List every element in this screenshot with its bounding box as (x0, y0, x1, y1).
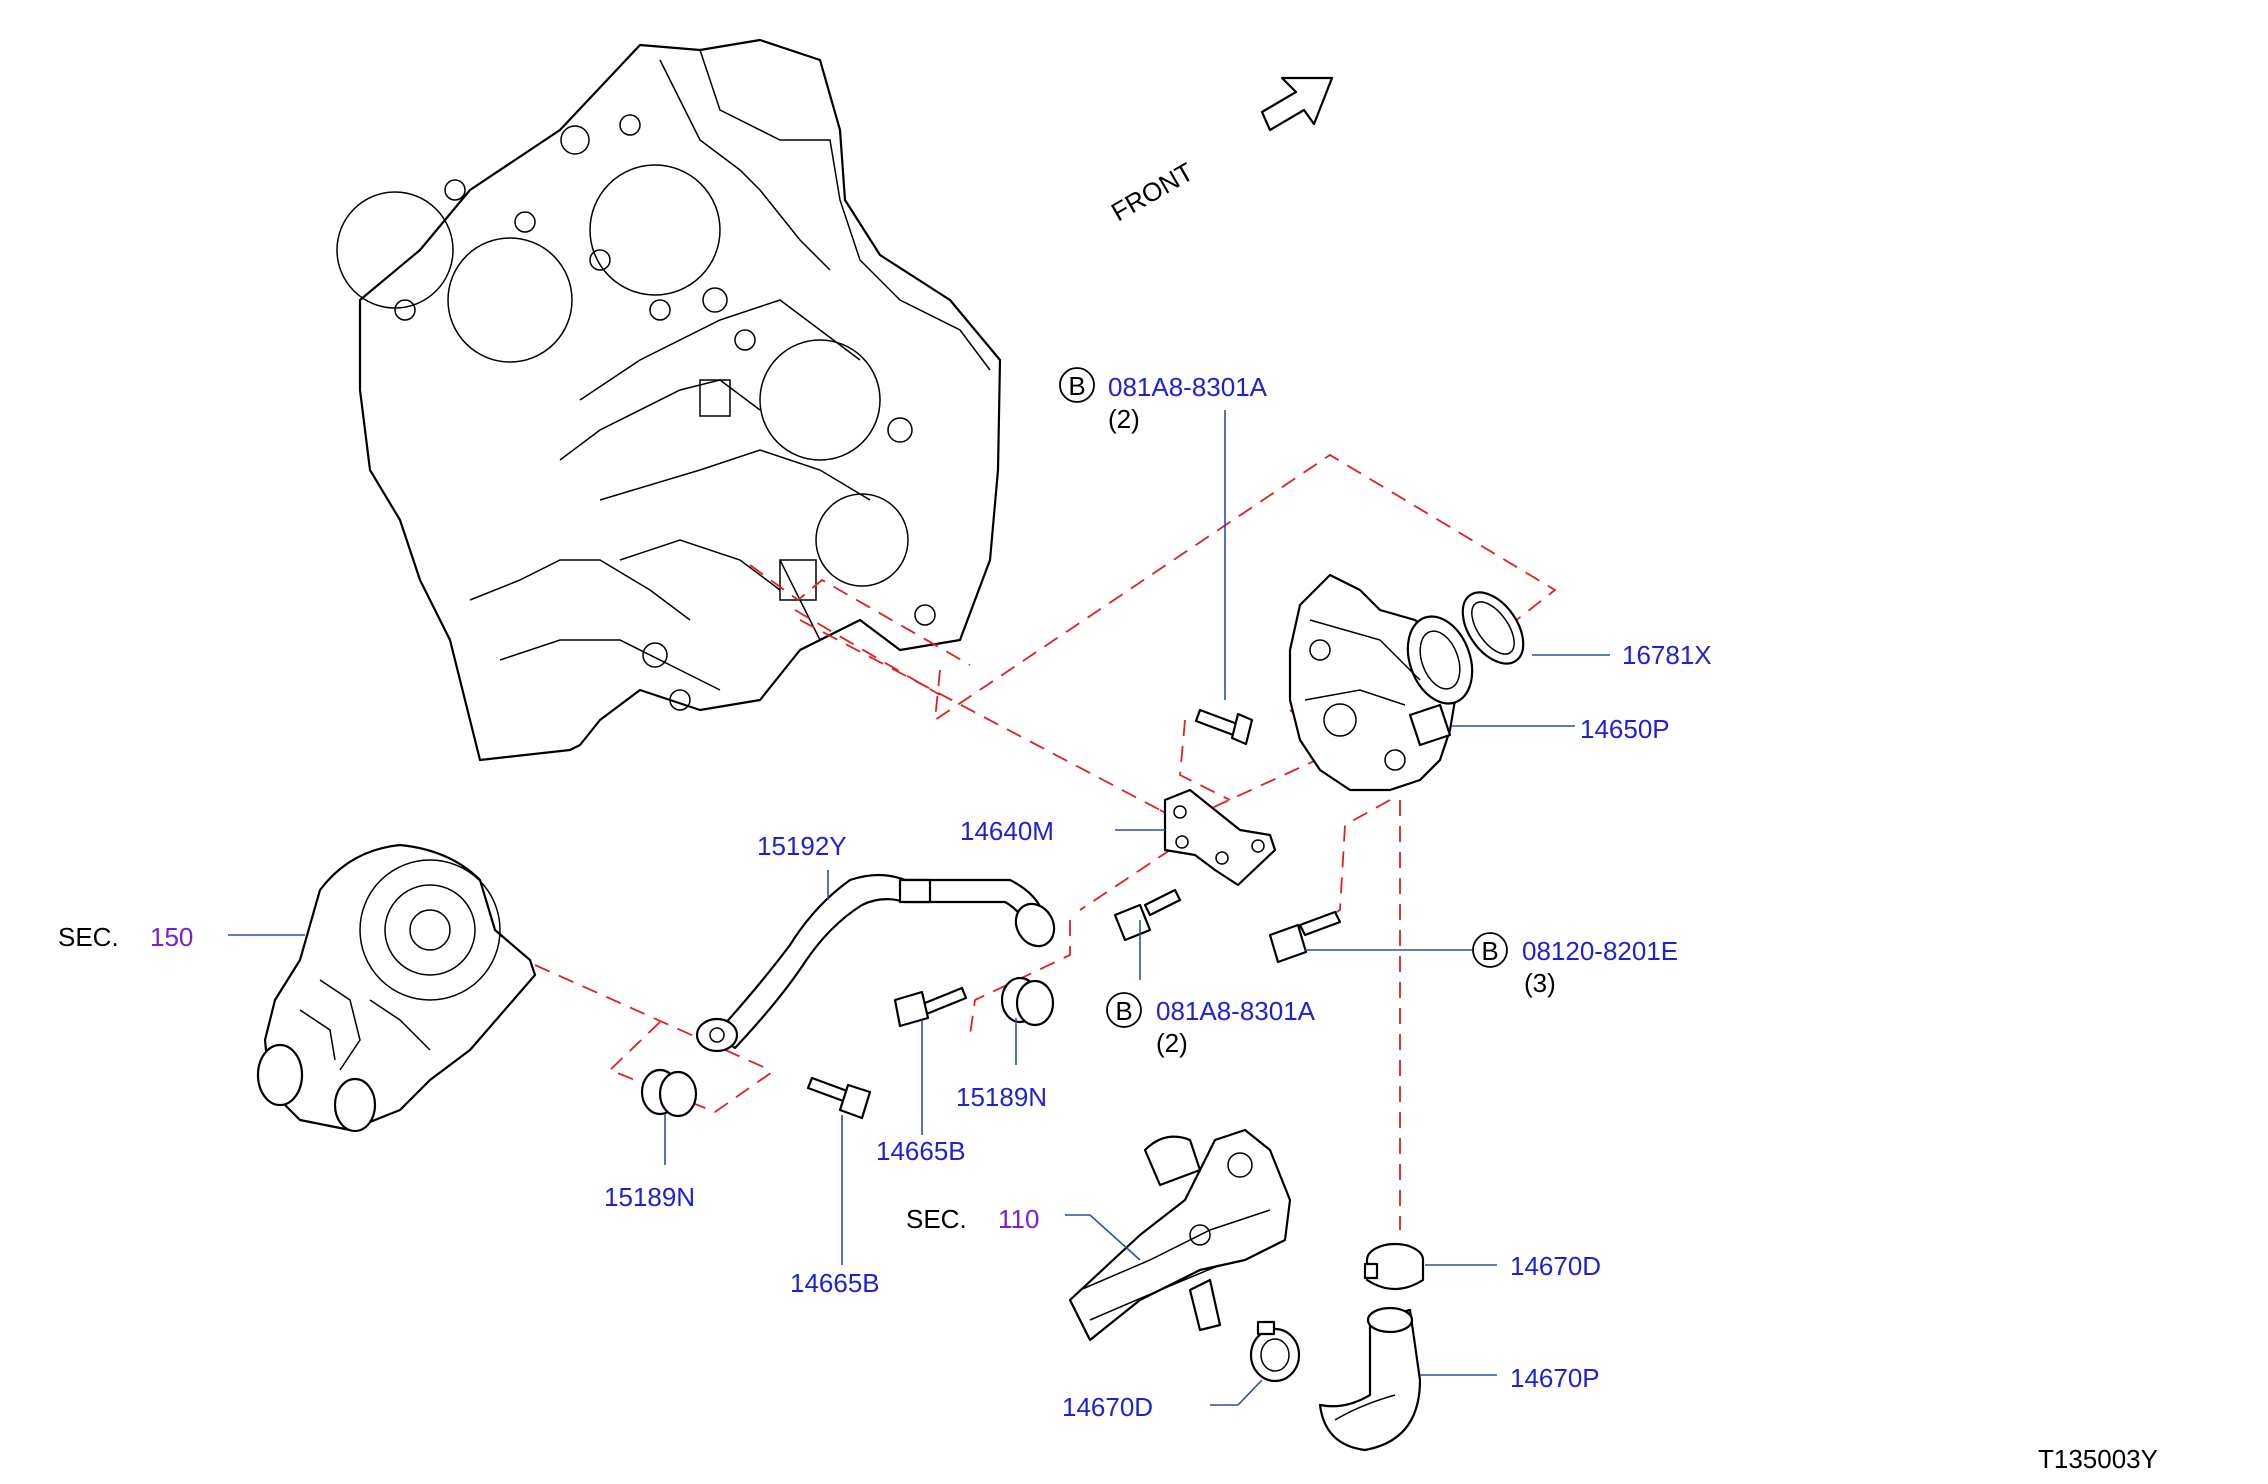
callout-15189N-upper: 15189N (956, 1082, 1047, 1112)
bolt-badge-2: B (1106, 992, 1142, 1028)
callout-16781X: 16781X (1622, 640, 1712, 670)
diagram-code: T135003Y (2038, 1444, 2158, 1474)
bolt-badge-1: B (1059, 367, 1095, 403)
badge-letter-1: B (1068, 371, 1085, 401)
copper-washer-lower (640, 1068, 698, 1118)
badge-letter-2: B (1115, 996, 1132, 1026)
sec110-panel-illustration (1068, 1128, 1292, 1342)
bolt-badge-3: B (1472, 932, 1508, 968)
hose-clamp-lower (1249, 1320, 1301, 1383)
callout-14665B-upper: 14665B (876, 1136, 966, 1166)
callout-14650P: 14650P (1580, 714, 1670, 744)
hex-bolt (1268, 910, 1342, 964)
callout-14670P: 14670P (1510, 1363, 1600, 1393)
bolt-qty-3: (3) (1524, 968, 1556, 998)
bolt-qty-2: (2) (1156, 1028, 1188, 1058)
section-number-150: 150 (150, 922, 193, 952)
callout-15189N-lower: 15189N (604, 1182, 695, 1212)
callout-14670D-lower: 14670D (1062, 1392, 1153, 1422)
eye-bolt-lower (806, 1076, 872, 1120)
eye-bolt-upper (893, 986, 968, 1028)
engine-block-illustration (336, 38, 1002, 762)
front-label: FRONT (1106, 156, 1199, 227)
bolt-part-number-2: 081A8-8301A (1156, 996, 1316, 1026)
badge-letter-3: B (1481, 936, 1498, 966)
callout-14665B-lower: 14665B (790, 1268, 880, 1298)
section-prefix-110: SEC. (906, 1204, 967, 1234)
oil-pipe-illustration (695, 873, 1056, 1053)
callout-14670D-upper: 14670D (1510, 1251, 1601, 1281)
section-number-110: 110 (998, 1204, 1039, 1234)
flange-bolt-lower (1113, 888, 1182, 942)
callout-14640M: 14640M (960, 816, 1054, 846)
hose-clamp-upper (1363, 1242, 1425, 1291)
callout-15192Y: 15192Y (757, 831, 847, 861)
sec150-housing-illustration (256, 843, 537, 1133)
copper-washer-upper (1000, 976, 1055, 1027)
bolt-part-number-1: 081A8-8301A (1108, 372, 1268, 402)
bolt-part-number-3: 08120-8201E (1522, 936, 1678, 966)
vacuum-pump-illustration (1288, 573, 1474, 792)
front-arrow-icon (1260, 76, 1334, 132)
bracket-plate (1163, 788, 1277, 887)
leader-lines (228, 410, 1610, 1406)
section-prefix-150: SEC. (58, 922, 119, 952)
flange-bolt-upper (1194, 708, 1254, 746)
o-ring-gasket (1461, 591, 1525, 665)
coolant-hose (1318, 1306, 1422, 1452)
bolt-qty-1: (2) (1108, 404, 1140, 434)
